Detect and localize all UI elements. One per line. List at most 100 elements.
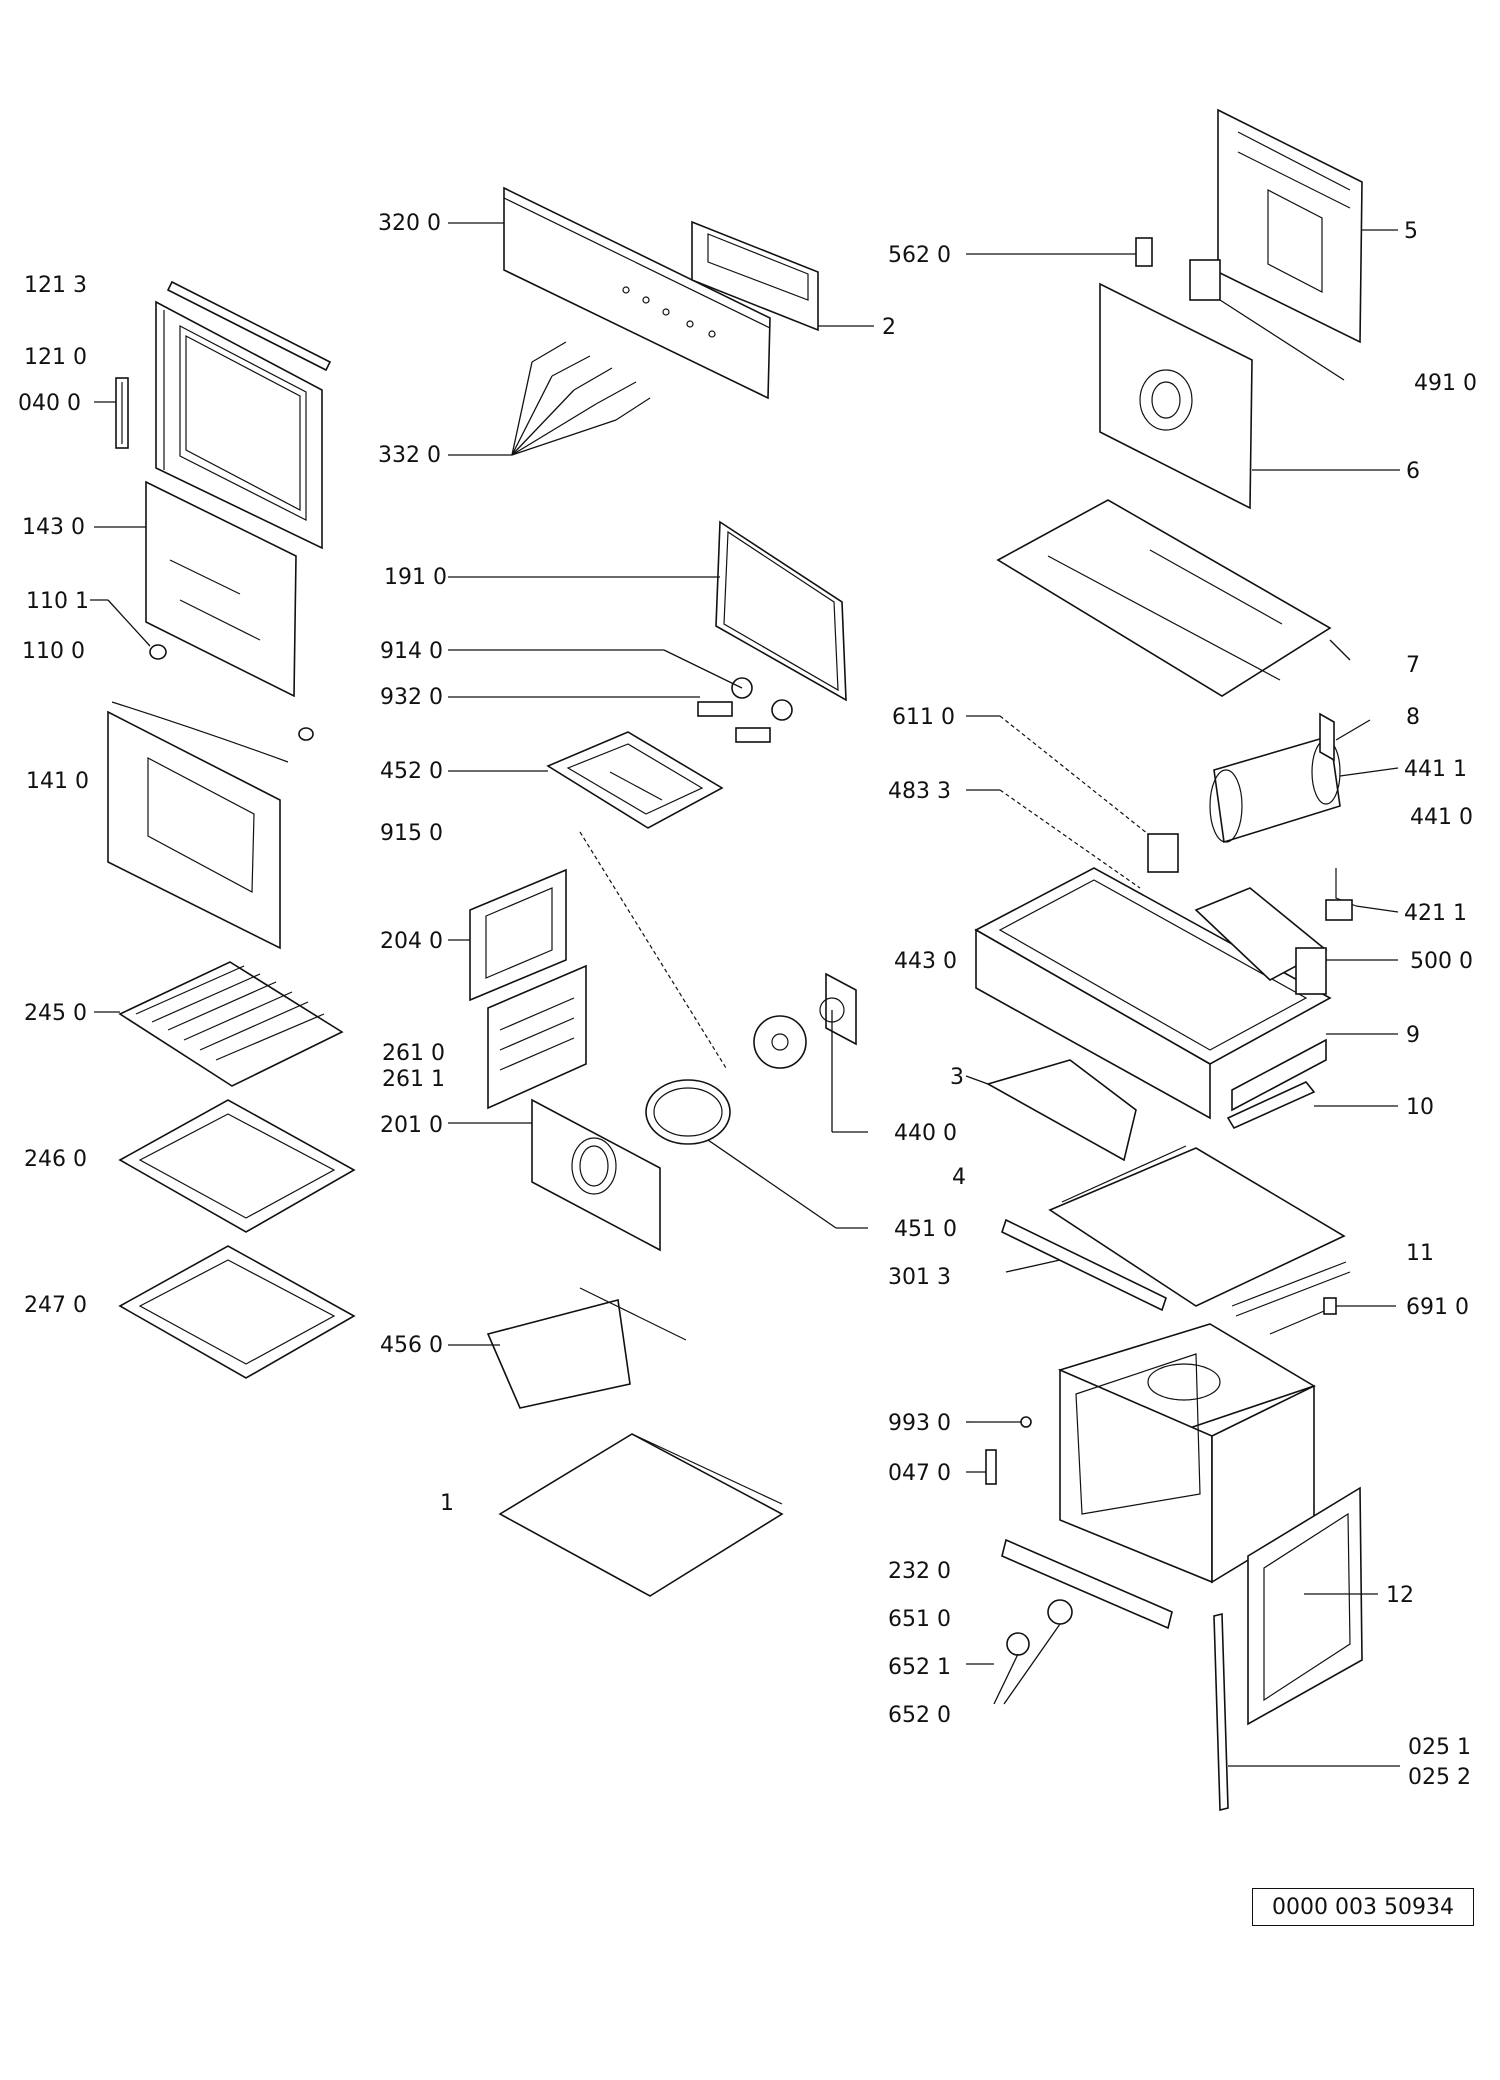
label-9: 9 bbox=[1406, 1023, 1420, 1048]
fan-assembly bbox=[753, 972, 857, 1069]
heating-element-parts bbox=[697, 677, 793, 743]
label-652-0: 652 0 bbox=[888, 1703, 951, 1728]
label-651-0: 651 0 bbox=[888, 1607, 951, 1632]
side-rail-025 bbox=[1213, 1612, 1229, 1812]
label-452-0: 452 0 bbox=[380, 759, 443, 784]
door-frame bbox=[155, 300, 323, 550]
label-491-0: 491 0 bbox=[1414, 371, 1477, 396]
side-rack-left bbox=[469, 868, 567, 1002]
label-611-0: 611 0 bbox=[892, 705, 955, 730]
label-246-0: 246 0 bbox=[24, 1147, 87, 1172]
baking-tray-2 bbox=[118, 1245, 356, 1379]
grill-element bbox=[546, 731, 727, 1069]
label-025-1: 025 1 bbox=[1408, 1735, 1471, 1760]
label-232-0: 232 0 bbox=[888, 1559, 951, 1584]
label-332-0: 332 0 bbox=[378, 443, 441, 468]
door-hinge bbox=[115, 377, 129, 449]
label-1: 1 bbox=[440, 1491, 454, 1516]
label-320-0: 320 0 bbox=[378, 211, 441, 236]
leader-lines bbox=[90, 222, 1400, 1767]
label-245-0: 245 0 bbox=[24, 1001, 87, 1026]
control-panel bbox=[503, 186, 771, 400]
reference-number: 0000 003 50934 bbox=[1272, 1894, 1454, 1920]
label-6: 6 bbox=[1406, 459, 1420, 484]
label-4: 4 bbox=[952, 1165, 966, 1190]
label-500-0: 500 0 bbox=[1410, 949, 1473, 974]
oven-chassis bbox=[974, 867, 1332, 1120]
label-652-1: 652 1 bbox=[888, 1655, 951, 1680]
side-rack-right bbox=[487, 964, 587, 1110]
label-3: 3 bbox=[950, 1065, 964, 1090]
bottom-trim bbox=[1001, 1538, 1173, 1630]
control-knobs bbox=[531, 341, 651, 421]
rear-wall bbox=[1099, 282, 1253, 510]
bracket-8 bbox=[1319, 712, 1335, 762]
part-labels: 12 1 3 121 0 040 0 143 0 110 1 110 0 141 … bbox=[18, 211, 1477, 1790]
bottom-plate bbox=[498, 1433, 784, 1597]
label-691-0: 691 0 bbox=[1406, 1295, 1469, 1320]
wire-shelf bbox=[118, 961, 344, 1087]
label-440-0: 440 0 bbox=[894, 1121, 957, 1146]
door-outer-panel bbox=[107, 710, 281, 950]
terminal-block bbox=[1189, 259, 1221, 301]
cooling-duct bbox=[1231, 1038, 1327, 1112]
label-2: 2 bbox=[882, 315, 896, 340]
heater-bracket bbox=[1325, 868, 1357, 921]
hinge-047 bbox=[985, 1449, 997, 1485]
label-421-1: 421 1 bbox=[1404, 901, 1467, 926]
label-5: 5 bbox=[1404, 219, 1418, 244]
label-8: 8 bbox=[1406, 705, 1420, 730]
label-451-0: 451 0 bbox=[894, 1217, 957, 1242]
oven-gasket bbox=[715, 520, 847, 702]
label-247-0: 247 0 bbox=[24, 1293, 87, 1318]
label-915-0: 915 0 bbox=[380, 821, 443, 846]
label-141-0: 141 0 bbox=[26, 769, 89, 794]
label-7: 7 bbox=[1406, 653, 1420, 678]
label-191-0: 191 0 bbox=[384, 565, 447, 590]
label-301-3: 301 3 bbox=[888, 1265, 951, 1290]
selector-knobs bbox=[1006, 1599, 1073, 1656]
label-204-0: 204 0 bbox=[380, 929, 443, 954]
label-110-1: 110 1 bbox=[26, 589, 89, 614]
grease-filter bbox=[486, 1287, 687, 1409]
duct-10 bbox=[1226, 1081, 1316, 1130]
label-456-0: 456 0 bbox=[380, 1333, 443, 1358]
strip-11 bbox=[1231, 1261, 1351, 1317]
baking-tray-1 bbox=[118, 1099, 356, 1233]
relay-611 bbox=[1147, 833, 1179, 873]
label-201-0: 201 0 bbox=[380, 1113, 443, 1138]
label-441-1: 441 1 bbox=[1404, 757, 1467, 782]
label-11: 11 bbox=[1406, 1241, 1434, 1266]
label-443-0: 443 0 bbox=[894, 949, 957, 974]
label-143-0: 143 0 bbox=[22, 515, 85, 540]
thermostat-part bbox=[1135, 237, 1153, 267]
label-040-0: 040 0 bbox=[18, 391, 81, 416]
door-seal-ring bbox=[111, 644, 314, 763]
fan-ring bbox=[645, 1079, 731, 1145]
label-10: 10 bbox=[1406, 1095, 1434, 1120]
sensor-691 bbox=[1269, 1297, 1337, 1335]
label-261-0: 261 0 bbox=[382, 1041, 445, 1066]
label-047-0: 047 0 bbox=[888, 1461, 951, 1486]
label-483-3: 483 3 bbox=[888, 779, 951, 804]
label-110-0: 110 0 bbox=[22, 639, 85, 664]
label-025-2: 025 2 bbox=[1408, 1765, 1471, 1790]
label-261-1: 261 1 bbox=[382, 1067, 445, 1092]
label-12: 12 bbox=[1386, 1583, 1414, 1608]
display-module bbox=[691, 220, 819, 332]
top-cover bbox=[996, 499, 1332, 697]
control-board bbox=[1194, 887, 1328, 995]
label-993-0: 993 0 bbox=[888, 1411, 951, 1436]
label-121-0: 121 0 bbox=[24, 345, 87, 370]
label-932-0: 932 0 bbox=[380, 685, 443, 710]
bracket-3 bbox=[985, 1059, 1137, 1162]
door-inner-glass bbox=[145, 480, 297, 698]
side-frame-12 bbox=[1247, 1486, 1363, 1726]
door-top-trim bbox=[166, 280, 332, 372]
back-panel bbox=[1217, 108, 1363, 344]
oven-top-panel bbox=[1048, 1145, 1346, 1307]
label-914-0: 914 0 bbox=[380, 639, 443, 664]
label-562-0: 562 0 bbox=[888, 243, 951, 268]
screw-993 bbox=[974, 1416, 1032, 1428]
